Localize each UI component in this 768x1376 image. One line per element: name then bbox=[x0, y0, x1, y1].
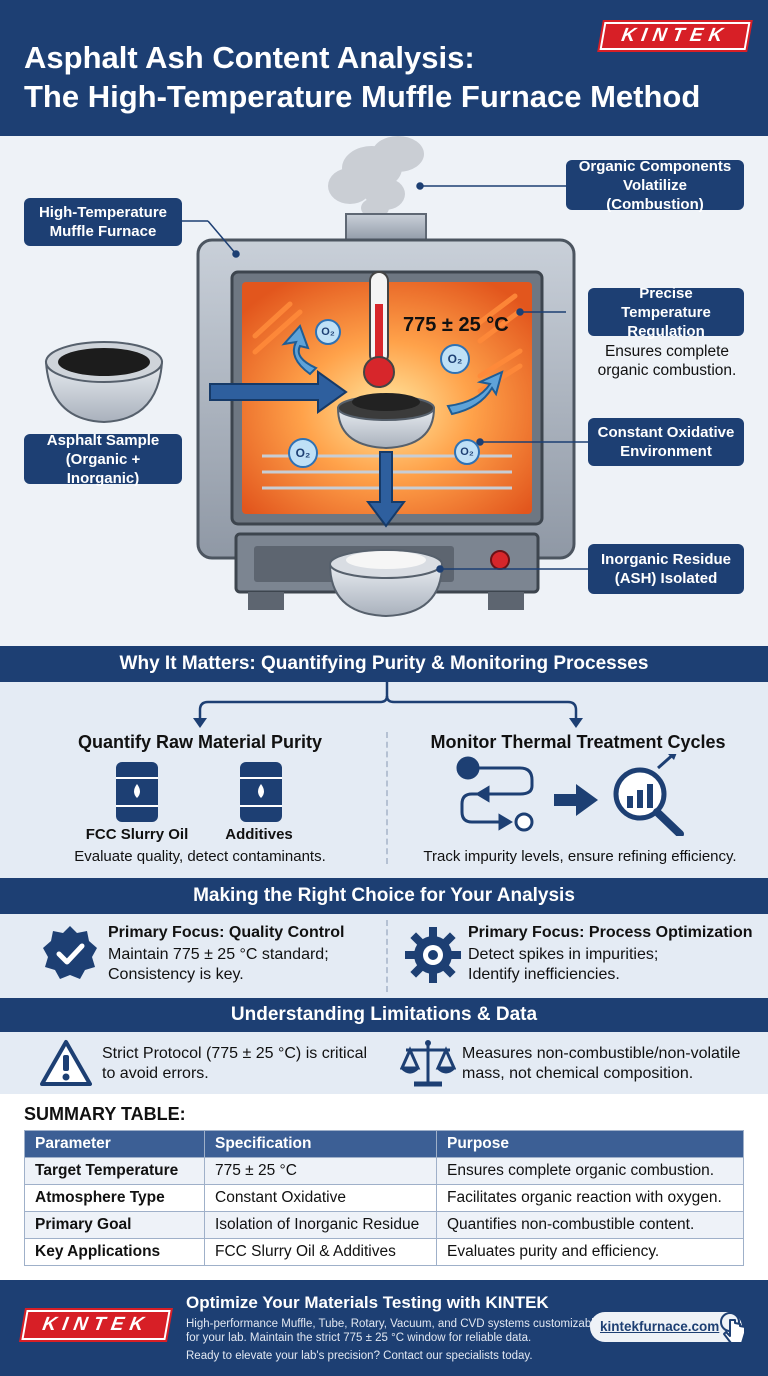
process-optimization-title: Primary Focus: Process Optimization bbox=[468, 924, 753, 941]
measurement-line1: Measures non-combustible/non-volatile bbox=[462, 1045, 741, 1062]
why-band: Why It Matters: Quantifying Purity & Mon… bbox=[0, 646, 768, 682]
oil-barrel-icon bbox=[116, 762, 158, 822]
cycle-flow-icon bbox=[456, 756, 534, 832]
table-cell: Atmosphere Type bbox=[24, 1184, 205, 1212]
column-header: Parameter bbox=[24, 1130, 205, 1158]
warning-icon bbox=[40, 1040, 92, 1086]
column-header: Purpose bbox=[436, 1130, 744, 1158]
fcc-slurry-label: FCC Slurry Oil bbox=[85, 826, 189, 843]
purity-caption: Evaluate quality, detect contaminants. bbox=[74, 848, 326, 865]
choice-divider bbox=[386, 920, 388, 992]
thermometer-icon bbox=[363, 271, 395, 388]
airflow-arrows bbox=[281, 324, 504, 416]
callout-connectors bbox=[182, 182, 588, 573]
purity-title: Quantify Raw Material Purity bbox=[77, 732, 323, 752]
limits-title: Understanding Limitations & Data bbox=[230, 1004, 538, 1025]
callout-furnace: High-Temperature Muffle Furnace bbox=[24, 198, 182, 246]
protocol-line2: to avoid errors. bbox=[102, 1065, 209, 1082]
page-title: Asphalt Ash Content Analysis: The High-T… bbox=[24, 38, 764, 116]
furnace-diagram: O₂ O₂ O₂ O₂ 775 ± 25 °C High-Temperature… bbox=[0, 136, 768, 646]
balance-scale-icon bbox=[400, 1040, 456, 1087]
table-row: Primary Goal Isolation of Inorganic Resi… bbox=[24, 1211, 744, 1239]
table-cell: Evaluates purity and efficiency. bbox=[436, 1238, 744, 1266]
table-cell: Quantifies non-combustible content. bbox=[436, 1211, 744, 1239]
callout-volatilize: Organic Components Volatilize (Combustio… bbox=[566, 158, 744, 213]
quality-control-line2: Consistency is key. bbox=[108, 966, 244, 983]
gear-icon bbox=[405, 927, 461, 983]
title-line-1: Asphalt Ash Content Analysis: bbox=[24, 40, 475, 75]
limits-section: Strict Protocol (775 ± 25 °C) is critica… bbox=[0, 1032, 768, 1094]
column-header: Specification bbox=[204, 1130, 437, 1158]
crucible-in-furnace bbox=[336, 393, 436, 450]
limits-band: Understanding Limitations & Data bbox=[0, 998, 768, 1032]
protocol-line1: Strict Protocol (775 ± 25 °C) is critica… bbox=[102, 1045, 368, 1062]
footer-line-1: High-performance Muffle, Tube, Rotary, V… bbox=[186, 1318, 601, 1330]
table-row: Target Temperature 775 ± 25 °C Ensures c… bbox=[24, 1157, 744, 1185]
why-section: Quantify Raw Material Purity FCC Slurry … bbox=[0, 682, 768, 878]
quality-control-title: Primary Focus: Quality Control bbox=[108, 924, 345, 941]
smoke-plume bbox=[328, 136, 424, 218]
magnifier-chart-icon bbox=[613, 754, 684, 836]
temperature-readout: 775 ± 25 °C bbox=[403, 314, 509, 336]
table-cell: Primary Goal bbox=[24, 1211, 205, 1239]
additives-label: Additives bbox=[225, 826, 293, 843]
o2-bubble: O₂ bbox=[454, 439, 480, 465]
thermal-title: Monitor Thermal Treatment Cycles bbox=[430, 732, 726, 752]
table-cell: Isolation of Inorganic Residue bbox=[204, 1211, 437, 1239]
callout-sample: Asphalt Sample (Organic + Inorganic) bbox=[24, 432, 182, 487]
kintek-logo-footer: KINTEK bbox=[21, 1310, 171, 1340]
process-optimization-line1: Detect spikes in impurities; bbox=[468, 946, 659, 963]
o2-bubble: O₂ bbox=[288, 438, 318, 468]
heating-elements bbox=[252, 293, 523, 394]
choice-section: Primary Focus: Quality Control Maintain … bbox=[0, 914, 768, 998]
table-cell: Constant Oxidative bbox=[204, 1184, 437, 1212]
indicator-light bbox=[490, 550, 510, 570]
website-url: kintekfurnace.com bbox=[600, 1319, 720, 1334]
badge-check-icon bbox=[43, 926, 97, 979]
footer-line-3: Ready to elevate your lab's precision? C… bbox=[186, 1350, 533, 1362]
summary-title: SUMMARY TABLE: bbox=[24, 1104, 186, 1124]
chimney bbox=[345, 213, 427, 243]
callout-temperature-regulation: Precise Temperature Regulation bbox=[588, 285, 744, 340]
choice-band: Making the Right Choice for Your Analysi… bbox=[0, 878, 768, 914]
choice-title: Making the Right Choice for Your Analysi… bbox=[193, 885, 575, 906]
footer-line-2: for your lab. Maintain the strict 775 ± … bbox=[186, 1332, 532, 1344]
sample-in-arrow bbox=[209, 370, 348, 414]
table-header-row: Parameter Specification Purpose bbox=[24, 1130, 744, 1158]
temperature-note: Ensures complete organic combustion. bbox=[597, 343, 737, 379]
kintek-logo-header: KINTEK bbox=[599, 22, 751, 50]
table-cell: Key Applications bbox=[24, 1238, 205, 1266]
table-cell: Ensures complete organic combustion. bbox=[436, 1157, 744, 1185]
pointer-hand-icon bbox=[720, 1312, 746, 1344]
ash-residue-bowl bbox=[328, 549, 444, 618]
process-optimization-line2: Identify inefficiencies. bbox=[468, 966, 620, 983]
measurement-line2: mass, not chemical composition. bbox=[462, 1065, 694, 1082]
callout-residue: Inorganic Residue (ASH) Isolated bbox=[588, 544, 744, 594]
header: Asphalt Ash Content Analysis: The High-T… bbox=[0, 0, 768, 136]
table-cell: Target Temperature bbox=[24, 1157, 205, 1185]
table-cell: FCC Slurry Oil & Additives bbox=[204, 1238, 437, 1266]
process-cycle-icons bbox=[456, 754, 684, 836]
quality-control-line1: Maintain 775 ± 25 °C standard; bbox=[108, 946, 329, 963]
o2-bubble: O₂ bbox=[440, 344, 470, 374]
o2-bubble: O₂ bbox=[315, 319, 341, 345]
barrel-icons bbox=[116, 762, 282, 822]
table-cell: Facilitates organic reaction with oxygen… bbox=[436, 1184, 744, 1212]
summary-table: Parameter Specification Purpose Target T… bbox=[24, 1130, 744, 1266]
why-branch-arrows bbox=[193, 682, 583, 728]
why-divider bbox=[386, 732, 388, 864]
ash-down-arrow bbox=[366, 451, 406, 528]
table-cell: 775 ± 25 °C bbox=[204, 1157, 437, 1185]
callout-oxidative: Constant Oxidative Environment bbox=[588, 418, 744, 466]
thermal-caption: Track impurity levels, ensure refining e… bbox=[423, 848, 737, 865]
title-line-2: The High-Temperature Muffle Furnace Meth… bbox=[24, 79, 701, 114]
footer-title: Optimize Your Materials Testing with KIN… bbox=[186, 1293, 549, 1312]
table-row: Atmosphere Type Constant Oxidative Facil… bbox=[24, 1184, 744, 1212]
arrow-right-icon bbox=[554, 784, 598, 816]
asphalt-sample-bowl bbox=[44, 341, 164, 424]
table-row: Key Applications FCC Slurry Oil & Additi… bbox=[24, 1238, 744, 1266]
additive-barrel-icon bbox=[240, 762, 282, 822]
why-title: Why It Matters: Quantifying Purity & Mon… bbox=[119, 653, 649, 674]
website-link[interactable]: kintekfurnace.com bbox=[590, 1312, 742, 1342]
